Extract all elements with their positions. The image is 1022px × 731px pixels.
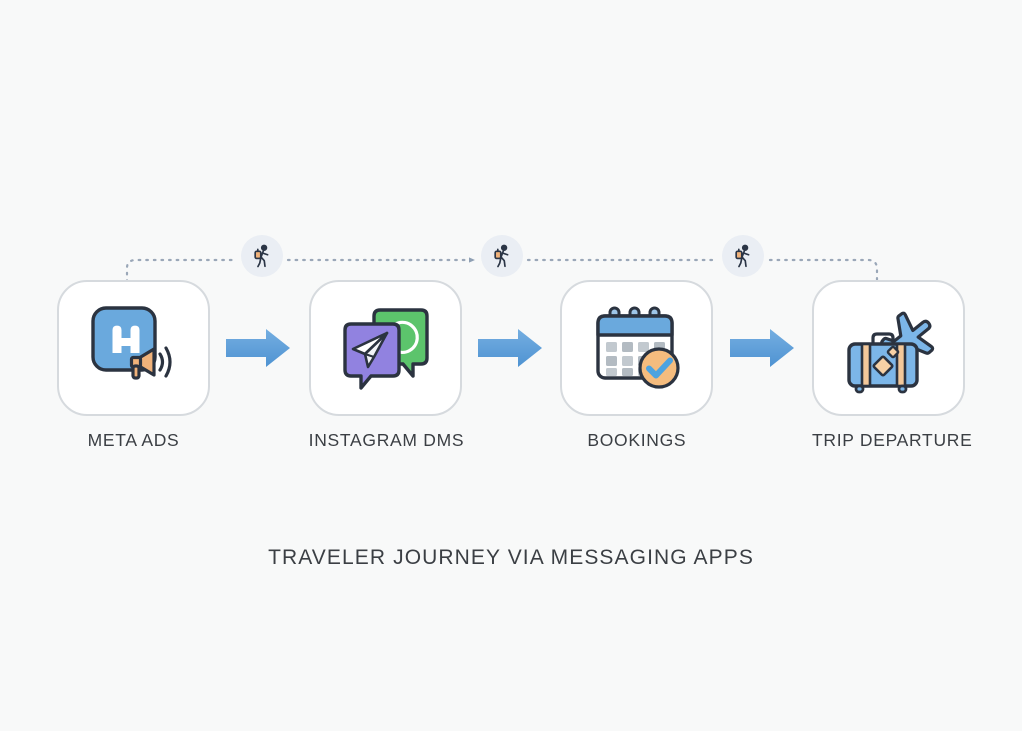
flow-arrow-1 <box>223 322 295 374</box>
flow-label-instagram-dms: INSTAGRAM DMS <box>308 430 465 460</box>
flow-node-trip-departure[interactable] <box>811 280 965 416</box>
flow-label-text: META ADS <box>87 430 180 450</box>
meta-ads-icon-wrap <box>86 300 182 396</box>
arrow-right-icon <box>477 329 542 367</box>
meta-ads-megaphone-icon <box>90 306 172 380</box>
traveler-badge-2 <box>481 235 523 277</box>
diagram-caption-text: TRAVELER JOURNEY VIA MESSAGING APPS <box>268 546 754 569</box>
flow-label-text: TRIP DEPARTURE <box>811 430 973 450</box>
calendar-check-icon <box>596 306 680 389</box>
traveler-walking-backpack-icon <box>735 244 750 268</box>
label-spacer <box>223 430 295 460</box>
flow-node-instagram-dms[interactable] <box>308 280 462 416</box>
instagram-dms-icon-wrap <box>337 300 433 396</box>
flow-label-text: BOOKINGS <box>587 430 687 450</box>
suitcase-airplane-icon <box>847 311 935 394</box>
label-spacer <box>475 430 547 460</box>
flow-labels-row: META ADS INSTAGRAM DMS BOOKINGS TRIP DEP… <box>57 430 972 460</box>
chat-bubbles-paper-plane-icon <box>343 308 429 390</box>
traveler-badge-3 <box>722 235 764 277</box>
flow-arrow-3 <box>727 322 799 374</box>
traveler-walking-backpack-icon <box>494 244 509 268</box>
flow-label-trip-departure: TRIP DEPARTURE <box>812 430 972 460</box>
flow-arrow-2 <box>475 322 547 374</box>
flow-row <box>57 278 965 418</box>
flow-node-bookings[interactable] <box>560 280 714 416</box>
traveler-walking-backpack-icon <box>254 244 269 268</box>
arrow-right-icon <box>729 329 794 367</box>
flow-label-text: INSTAGRAM DMS <box>308 430 465 450</box>
flow-node-meta-ads[interactable] <box>57 280 210 416</box>
arrow-right-icon <box>226 329 291 367</box>
bookings-icon-wrap <box>589 300 685 396</box>
flow-label-bookings: BOOKINGS <box>560 430 713 460</box>
trip-departure-icon-wrap <box>840 300 936 396</box>
label-spacer <box>727 430 799 460</box>
flow-label-meta-ads: META ADS <box>57 430 210 460</box>
traveler-badge-1 <box>241 235 283 277</box>
diagram-caption: TRAVELER JOURNEY VIA MESSAGING APPS <box>0 546 1022 570</box>
